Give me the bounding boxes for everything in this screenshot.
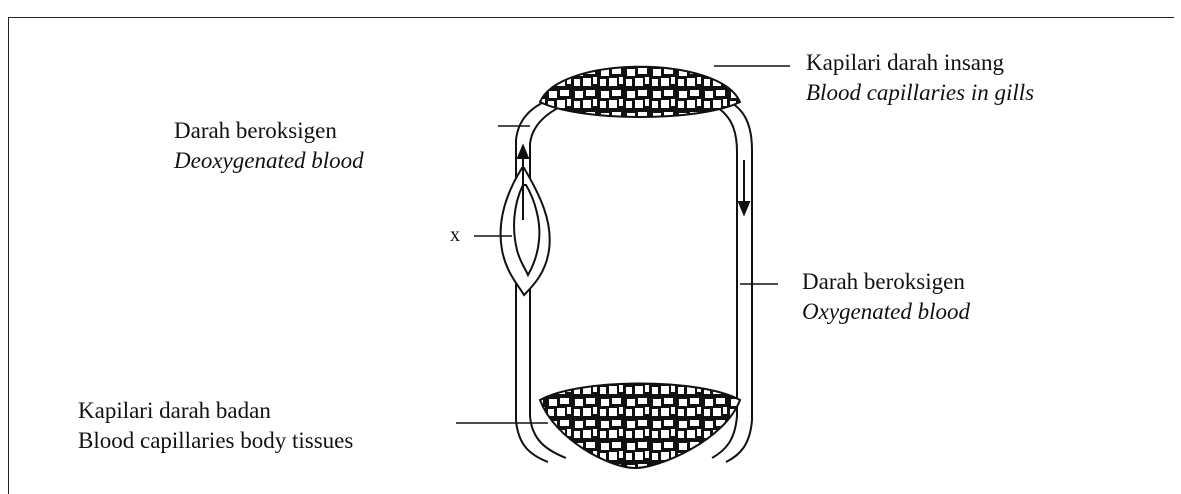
gill-capillaries-malay: Kapilari darah insang xyxy=(806,48,1034,78)
gill-capillaries-english: Blood capillaries in gills xyxy=(806,78,1034,108)
deoxygenated-label: Darah beroksigen Deoxygenated blood xyxy=(174,116,364,176)
body-capillary-bed xyxy=(540,384,740,469)
gill-capillary-bed xyxy=(540,67,740,117)
body-capillaries-label: Kapilari darah badan Blood capillaries b… xyxy=(78,396,353,456)
body-capillaries-english: Blood capillaries body tissues xyxy=(78,426,353,456)
oxygenated-malay: Darah beroksigen xyxy=(802,267,970,297)
flow-arrow-down xyxy=(739,160,749,214)
heart-icon xyxy=(501,168,550,295)
heart-label: x xyxy=(450,220,460,250)
oxygenated-label: Darah beroksigen Oxygenated blood xyxy=(802,267,970,327)
deoxygenated-malay: Darah beroksigen xyxy=(174,116,364,146)
body-capillaries-malay: Kapilari darah badan xyxy=(78,396,353,426)
oxygenated-english: Oxygenated blood xyxy=(802,297,970,327)
deoxygenated-english: Deoxygenated blood xyxy=(174,146,364,176)
gill-capillaries-label: Kapilari darah insang Blood capillaries … xyxy=(806,48,1034,108)
